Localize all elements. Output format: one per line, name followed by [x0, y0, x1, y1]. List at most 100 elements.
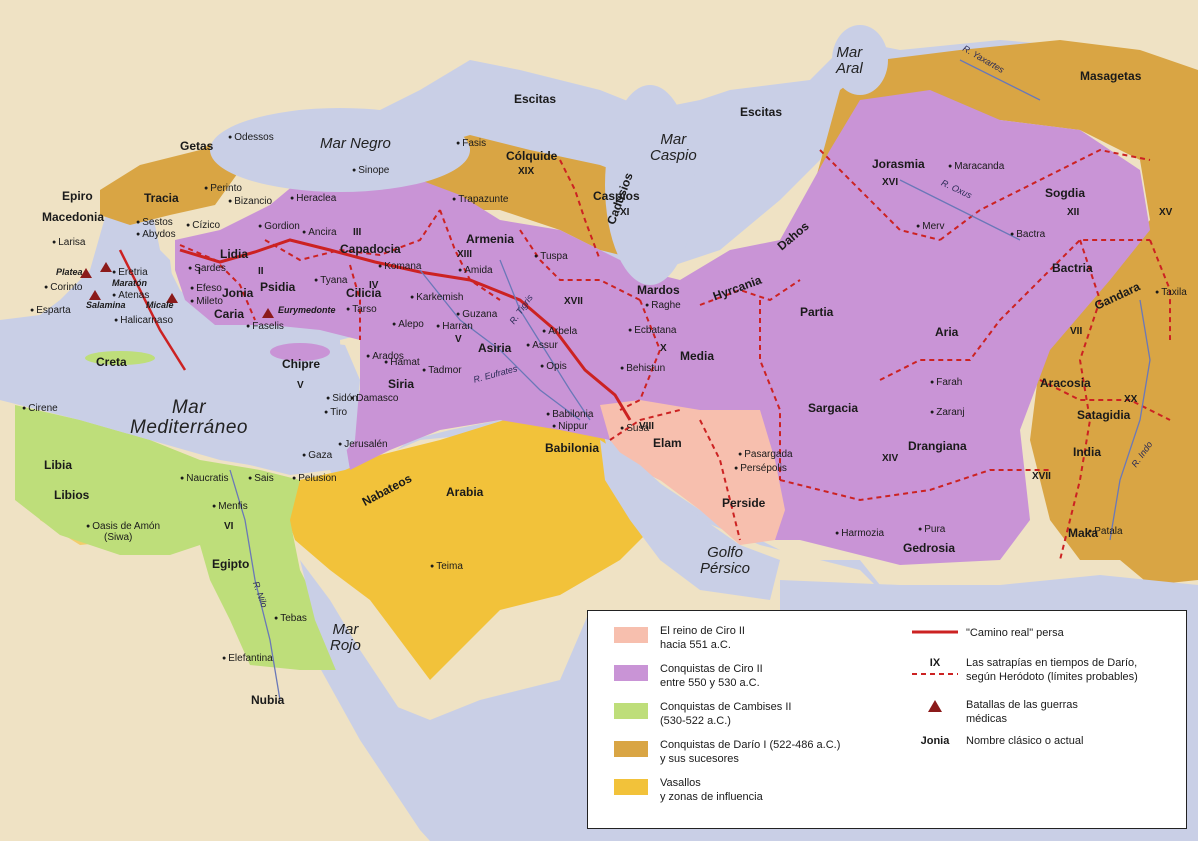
region-babilonia: Babilonia [545, 441, 600, 455]
region-epiro: Epiro [62, 189, 93, 203]
legend-satrapias: IX Las satrapías en tiempos de Darío,seg… [904, 657, 1138, 685]
city-merv: Merv [916, 221, 944, 233]
area-cambises [15, 405, 340, 670]
legend-swatch-vasallos [614, 779, 648, 795]
region-creta: Creta [96, 355, 127, 369]
legend-cambises: Conquistas de Cambises II(530-522 a.C.) [614, 701, 791, 729]
legend-dario: Conquistas de Darío I (522-486 a.C.)y su… [614, 739, 840, 767]
legend-swatch-ciro-reino [614, 627, 648, 643]
region-libios: Libios [54, 488, 90, 502]
city-tadmor: Tadmor [422, 365, 461, 377]
satrapy-boundaries [179, 148, 1171, 561]
satrapy-vi: VI [224, 521, 234, 532]
area-dario-tracia [100, 130, 240, 225]
region-egipto: Egipto [212, 557, 250, 571]
satrapy-v-chipre: V [297, 380, 304, 391]
city-tarso: Tarso [346, 304, 376, 316]
city-larisa: Larisa [52, 237, 85, 249]
area-ciro-reino [600, 400, 785, 545]
city-sinope: Sinope [352, 165, 389, 177]
city-karkemish: Karkemish [410, 292, 463, 304]
city-tebas: Tebas [274, 613, 307, 625]
region-colquide: Cólquide [506, 149, 558, 163]
city-sidon: Sidón [326, 393, 358, 405]
satrapy-xv: XV [1159, 207, 1173, 218]
sea-red [300, 560, 430, 780]
city-eretria: Eretria [112, 267, 147, 279]
city-corinto: Corinto [44, 282, 82, 294]
satrapy-xvii-b: XVII [1032, 471, 1051, 482]
city-pelusion: Pelusion [292, 473, 336, 485]
city-farah: Farah [930, 377, 962, 389]
region-gedrosia: Gedrosia [903, 541, 956, 555]
city-heraclea: Heraclea [290, 193, 336, 205]
island-chipre [270, 343, 330, 361]
city-babilonia: Babilonia [546, 409, 593, 421]
city-persepolis: Persépolis [734, 463, 787, 475]
region-psidia: Psidia [260, 280, 296, 294]
satrapy-vii-a: VII [1070, 326, 1083, 337]
region-india: India [1073, 445, 1102, 459]
city-odessos: Odessos [228, 132, 273, 144]
city-raghe: Raghe [645, 300, 680, 312]
region-aria: Aria [935, 325, 959, 339]
region-arabia: Arabia [446, 485, 484, 499]
satrapy-ii: II [258, 266, 264, 277]
legend-swatch-ciro-conquistas [614, 665, 648, 681]
city-ecbatana: Ecbatana [628, 325, 676, 337]
region-bactria: Bactria [1052, 261, 1093, 275]
region-caspios: Caspios [593, 189, 640, 203]
city-tyana: Tyana [314, 275, 347, 287]
city-perinto: Perinto [204, 183, 242, 195]
region-drangiana: Drangiana [908, 439, 967, 453]
satrapy-x: X [660, 343, 667, 354]
battle-salamina: Salamina [86, 300, 126, 310]
legend-swatch-cambises [614, 703, 648, 719]
city-abydos: Abydos [136, 229, 175, 241]
region-elam: Elam [653, 436, 682, 450]
city-amida: Amida [458, 265, 492, 277]
city-halicarnaso: Halicarnaso [114, 315, 173, 327]
satrapy-xx: XX [1124, 394, 1138, 405]
city-damasco: Damasco [350, 393, 398, 405]
region-siria: Siria [388, 377, 415, 391]
city-tiro: Tiro [324, 407, 347, 419]
battle-micale: Micale [146, 300, 174, 310]
battle-maraton: Maratón [112, 278, 148, 288]
city-taxila: Taxila [1155, 287, 1187, 299]
region-media: Media [680, 349, 715, 363]
satrapy-v-siria: V [455, 334, 462, 345]
region-capadocia: Capadocia [340, 242, 401, 256]
city-maracanda: Maracanda [948, 161, 1004, 173]
satrapy-xii: XII [1067, 207, 1080, 218]
city-zaranj: Zaranj [930, 407, 964, 419]
city-oasis-amon: Oasis de Amón(Siwa) [86, 521, 160, 543]
legend-name-mark: Jonia [920, 735, 950, 747]
city-fasis: Fasis [456, 138, 486, 150]
satrapy-xvii-a: XVII [564, 296, 583, 307]
city-harran: Harran [436, 321, 473, 333]
satrapy-xiii: XIII [457, 249, 473, 260]
city-faselis: Faselis [246, 321, 284, 333]
city-esparta: Esparta [30, 305, 70, 317]
sea-label-black: Mar Negro [320, 135, 391, 152]
sea-persian-gulf [600, 440, 780, 600]
city-bizancio: Bizancio [228, 196, 272, 208]
region-partia: Partia [800, 305, 834, 319]
region-asiria: Asiria [478, 341, 512, 355]
city-komana: Komana [378, 261, 421, 273]
city-efeso: Efeso [190, 283, 222, 295]
city-patala: Patala [1088, 526, 1122, 538]
region-macedonia: Macedonia [42, 210, 105, 224]
region-jorasmia: Jorasmia [872, 157, 925, 171]
sea-mediterranean [0, 300, 360, 470]
